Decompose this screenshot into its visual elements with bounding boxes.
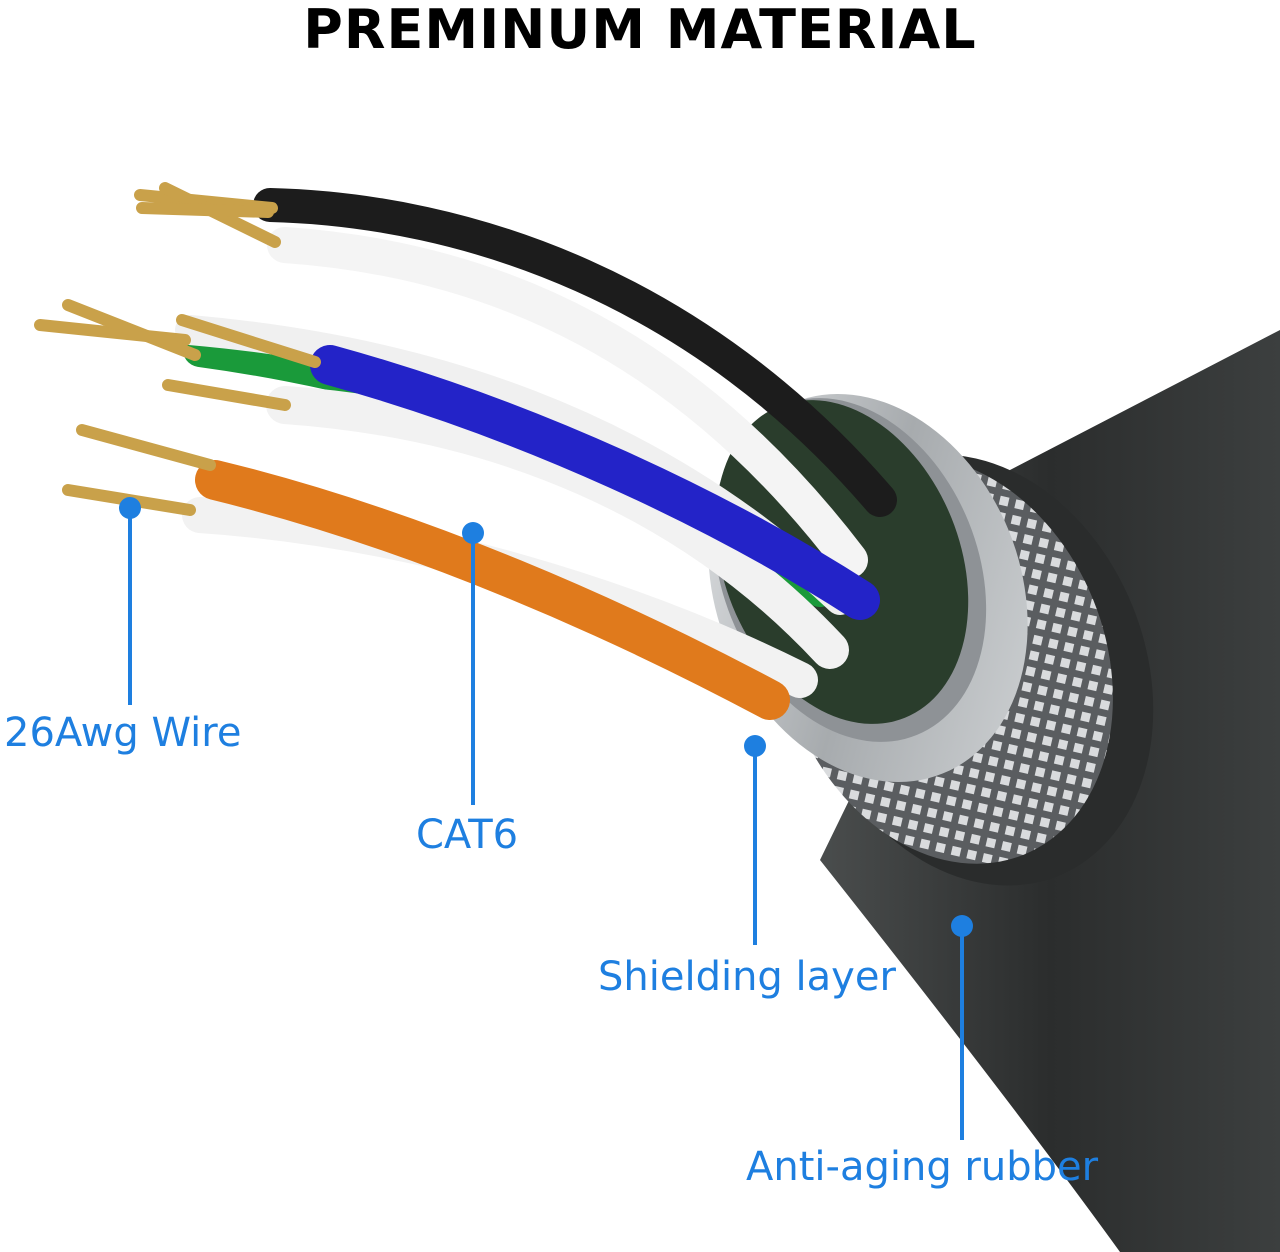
label-cat6: CAT6 <box>416 812 519 858</box>
label-anti-aging-rubber: Anti-aging rubber <box>746 1144 1099 1190</box>
callout-lines <box>128 510 964 1140</box>
wire-white-1 <box>267 227 868 578</box>
callout-dots <box>119 497 973 937</box>
label-shielding-layer: Shielding layer <box>598 954 896 1000</box>
callout-dot-wire <box>119 497 141 519</box>
copper-conductors <box>34 182 321 516</box>
callout-dot-shield <box>744 735 766 757</box>
callout-dot-rubber <box>951 915 973 937</box>
wire-black <box>253 188 897 517</box>
page-title: PREMINUM MATERIAL <box>303 0 977 61</box>
wire-orange <box>195 460 790 720</box>
wire-blue <box>310 345 880 620</box>
wire-bundle <box>175 188 897 720</box>
label-26awg-wire: 26Awg Wire <box>4 710 242 756</box>
callout-dot-cat6 <box>462 522 484 544</box>
